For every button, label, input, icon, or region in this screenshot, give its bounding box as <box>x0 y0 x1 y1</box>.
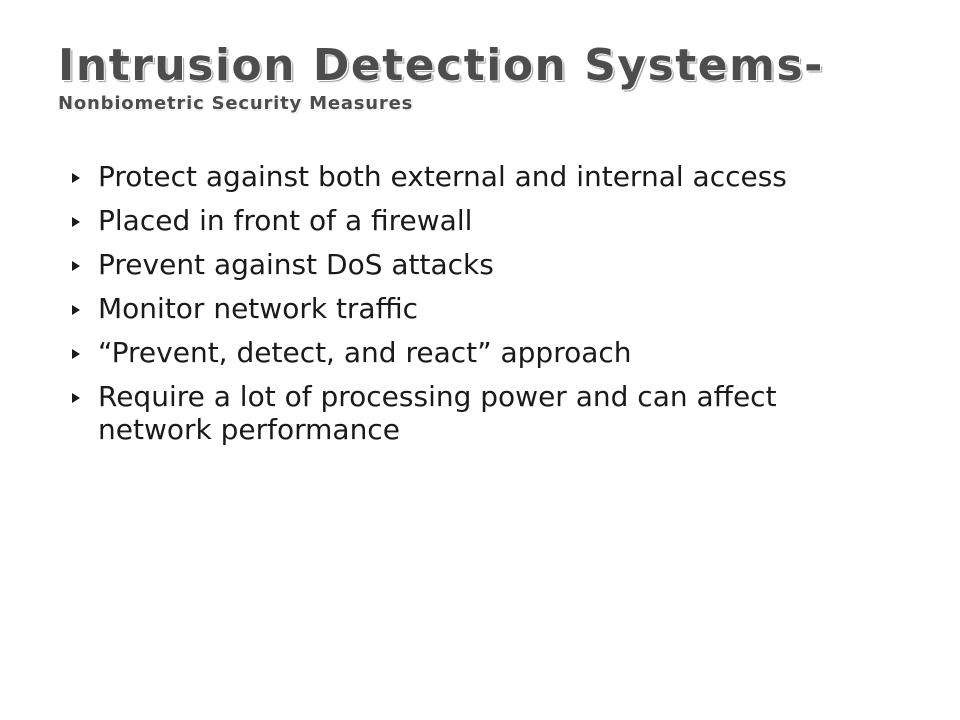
triangle-bullet-icon <box>72 305 80 315</box>
bullet-item: Placed in front of a firewall <box>72 204 872 237</box>
bullet-list: Protect against both external and intern… <box>72 160 872 457</box>
triangle-bullet-icon <box>72 217 80 227</box>
triangle-bullet-icon <box>72 393 80 403</box>
bullet-item: Protect against both external and intern… <box>72 160 872 193</box>
bullet-text: Protect against both external and intern… <box>98 160 787 193</box>
triangle-bullet-icon <box>72 349 80 359</box>
bullet-text: Monitor network traffic <box>98 292 419 325</box>
triangle-bullet-icon <box>72 173 80 183</box>
slide-title: Intrusion Detection Systems- <box>58 40 824 91</box>
bullet-item: Monitor network traffic <box>72 292 872 325</box>
bullet-text: “Prevent, detect, and react” approach <box>98 336 632 369</box>
bullet-item: Prevent against DoS attacks <box>72 248 872 281</box>
bullet-text: Require a lot of processing power and ca… <box>98 380 777 446</box>
slide-subtitle: Nonbiometric Security Measures <box>58 93 414 114</box>
bullet-text: Placed in front of a firewall <box>98 204 473 237</box>
bullet-item: “Prevent, detect, and react” approach <box>72 336 872 369</box>
bullet-text: Prevent against DoS attacks <box>98 248 494 281</box>
bullet-item: Require a lot of processing power and ca… <box>72 380 872 446</box>
triangle-bullet-icon <box>72 261 80 271</box>
title-block: Intrusion Detection Systems- Nonbiometri… <box>58 36 938 118</box>
